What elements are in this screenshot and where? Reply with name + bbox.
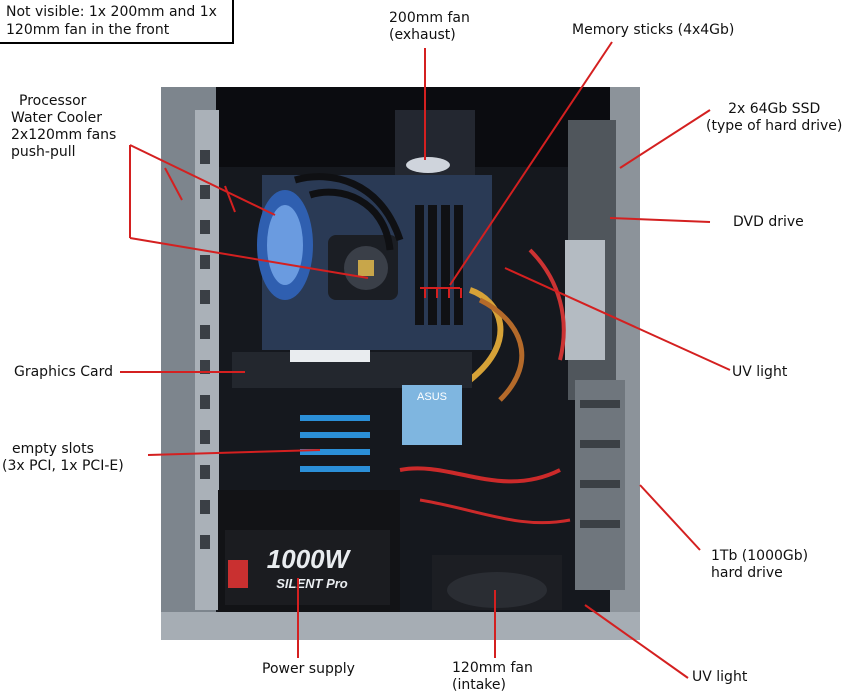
label-graphics-line1: Graphics Card [14,364,114,380]
note-line-1: Not visible: 1x 200mm and 1x [6,4,217,20]
label-200mm-fan-line1: 200mm fan [389,10,470,26]
psu-brand-logo [228,560,248,588]
label-memory-sticks: Memory sticks (4x4Gb) [572,22,734,39]
label-processor-cooler: Processor Water Cooler 2x120mm fans push… [11,93,116,161]
label-memory-line1: Memory sticks (4x4Gb) [572,22,735,38]
label-dvd-line1: DVD drive [733,214,804,230]
label-120mm-fan-line1: 120mm fan [452,660,533,676]
gpu-brand-text: ASUS [417,391,447,403]
label-uv-light-1-line1: UV light [732,364,788,380]
label-power-supply: Power supply [262,661,355,678]
label-ssd-line2: (type of hard drive) [706,118,843,134]
label-120mm-fan-line2: (intake) [452,677,506,693]
label-ssd: 2x 64Gb SSD (type of hard drive) [706,101,842,135]
label-hard-drive: 1Tb (1000Gb) hard drive [711,548,808,582]
not-visible-note: Not visible: 1x 200mm and 1x 120mm fan i… [0,0,234,44]
psu-model-text: SILENT Pro [276,576,348,591]
label-200mm-fan: 200mm fan (exhaust) [389,10,470,44]
note-line-2: 120mm fan in the front [6,22,170,38]
label-graphics-card: Graphics Card [14,364,113,381]
label-cooler-line3: 2x120mm fans [11,127,117,143]
label-120mm-fan: 120mm fan (intake) [452,660,533,694]
label-psu-line1: Power supply [262,661,355,677]
label-empty-slots: empty slots (3x PCI, 1x PCI-E) [2,441,124,475]
label-uv-light-2: UV light [692,669,747,686]
label-cooler-line1: Processor [19,93,87,109]
label-empty-slots-line2: (3x PCI, 1x PCI-E) [2,458,124,474]
label-200mm-fan-line2: (exhaust) [389,27,456,43]
label-cooler-line4: push-pull [11,144,76,160]
label-cooler-line2: Water Cooler [11,110,102,126]
expansion-slots [300,415,370,472]
ssd-bay [565,240,605,360]
callout-lines [120,41,731,679]
chipset-heatsink [402,385,462,445]
label-ssd-line1: 2x 64Gb SSD [728,101,821,117]
memory-sticks [415,205,463,325]
label-hdd-line2: hard drive [711,565,783,581]
label-dvd-drive: DVD drive [733,214,804,231]
label-empty-slots-line1: empty slots [12,441,94,457]
label-uv-light-2-line1: UV light [692,669,748,685]
label-hdd-line1: 1Tb (1000Gb) [711,548,809,564]
psu-wattage-text: 1000W [267,544,352,574]
label-uv-light-1: UV light [732,364,787,381]
